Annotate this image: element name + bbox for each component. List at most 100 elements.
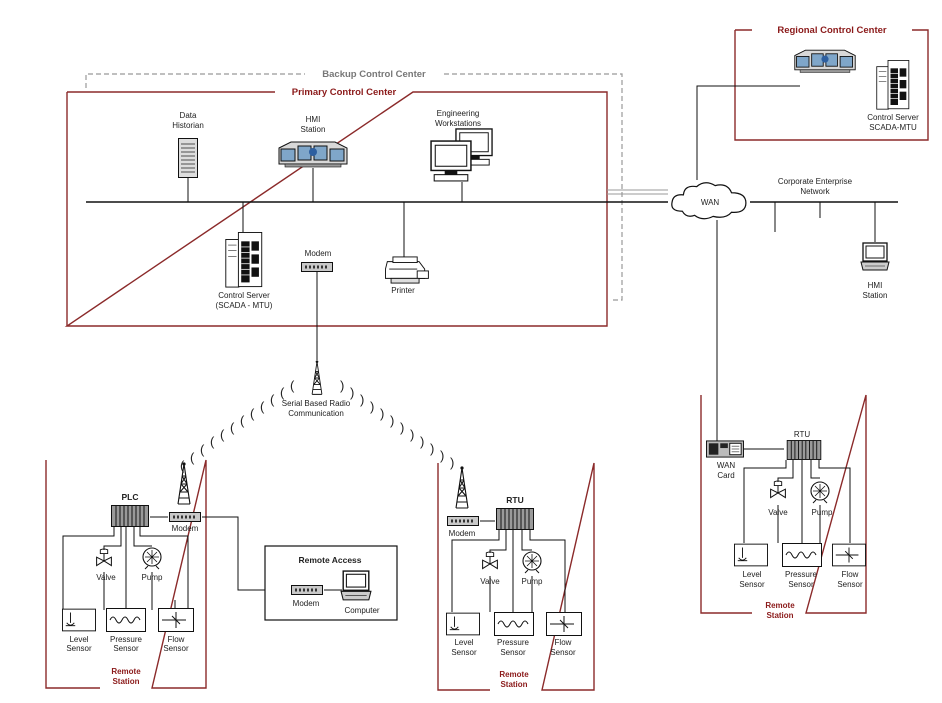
- right-station-title-2: Station: [766, 611, 793, 620]
- right-wan-card-icon: [706, 440, 744, 458]
- backup-control-center: Backup Control Center: [85, 69, 623, 301]
- svg-text:(: (: [270, 392, 275, 407]
- primary-modem-icon: [300, 262, 334, 272]
- corporate-hmi-icon: [860, 242, 890, 271]
- regional-server-icon: [876, 60, 910, 110]
- left-station-title-1: Remote: [111, 667, 141, 676]
- left-pressure-label-2: Sensor: [113, 644, 139, 653]
- svg-text:(: (: [280, 385, 285, 400]
- left-modem-label: Modem: [172, 524, 199, 533]
- svg-text:): ): [350, 385, 354, 400]
- right-level-label-1: Level: [742, 570, 761, 579]
- middle-level-label-1: Level: [454, 638, 473, 647]
- regional-server-label-2: SCADA-MTU: [869, 123, 917, 132]
- remote-access-box: Remote Access Modem Computer: [264, 545, 398, 621]
- radio-tower-icon: [311, 360, 323, 396]
- svg-text:(: (: [190, 450, 195, 465]
- middle-pump-label: Pump: [522, 577, 543, 586]
- right-level-label-2: Sensor: [739, 580, 765, 589]
- radio-label-1: Serial Based Radio: [282, 399, 351, 408]
- svg-text:): ): [400, 420, 404, 435]
- left-flow-sensor-icon: [158, 608, 194, 632]
- printer-label: Printer: [391, 286, 415, 295]
- left-modem-icon: [168, 512, 202, 522]
- middle-pressure-label-1: Pressure: [497, 638, 530, 647]
- svg-text:(: (: [250, 406, 255, 421]
- right-station-title-1: Remote: [765, 601, 795, 610]
- svg-text:): ): [440, 448, 444, 463]
- left-valve-label: Valve: [96, 573, 116, 582]
- left-flow-label-2: Sensor: [163, 644, 189, 653]
- remote-access-title: Remote Access: [299, 555, 362, 565]
- right-pressure-label-1: Pressure: [785, 570, 818, 579]
- regional-control-center: Regional Control Center Control Server S…: [696, 25, 929, 180]
- right-valve-icon: [770, 480, 786, 499]
- left-pump-icon: [142, 547, 162, 570]
- left-pressure-sensor-icon: [106, 608, 146, 632]
- radio-link: Serial Based Radio Communication ( ( ( ( ( ( (…: [180, 272, 454, 473]
- middle-valve-label: Valve: [480, 577, 500, 586]
- hmi-station-icon: [278, 141, 348, 202]
- right-flow-label-1: Flow: [842, 570, 859, 579]
- data-historian-icon: [178, 138, 198, 202]
- hmi-station-label-2: Station: [301, 125, 326, 134]
- wan-label: WAN: [701, 198, 720, 207]
- engineering-workstations-icon: [430, 128, 493, 202]
- left-station-title-2: Station: [112, 677, 139, 686]
- left-flow-label-1: Flow: [168, 635, 185, 644]
- left-level-label-1: Level: [69, 635, 88, 644]
- printer-icon: [384, 202, 429, 284]
- primary-modem-label: Modem: [305, 249, 332, 258]
- data-historian-label-1: Data: [180, 111, 197, 120]
- middle-pump-icon: [522, 551, 542, 574]
- svg-text:(: (: [230, 420, 235, 435]
- right-pump-label: Pump: [812, 508, 833, 517]
- right-wan-card-label-1: WAN: [717, 461, 736, 470]
- left-level-sensor-icon: [62, 608, 96, 632]
- left-valve-icon: [96, 548, 112, 567]
- middle-modem-label: Modem: [449, 529, 476, 538]
- corporate-network-label-1: Corporate Enterprise: [778, 177, 853, 186]
- middle-pressure-label-2: Sensor: [500, 648, 526, 657]
- middle-flow-sensor-icon: [546, 612, 582, 636]
- regional-center-title: Regional Control Center: [777, 25, 887, 36]
- middle-station-title-1: Remote: [499, 670, 529, 679]
- left-pressure-label-1: Pressure: [110, 635, 143, 644]
- svg-text:): ): [360, 392, 364, 407]
- svg-text:): ): [410, 427, 414, 442]
- radio-label-2: Communication: [288, 409, 344, 418]
- remote-access-modem-label: Modem: [293, 599, 320, 608]
- right-rtu-icon: [786, 440, 822, 460]
- corporate-hmi-label-2: Station: [863, 291, 888, 300]
- left-plc-label: PLC: [122, 492, 139, 502]
- remote-station-left: PLC Modem Valve Pump Level Sensor Pressu…: [45, 459, 207, 689]
- right-flow-sensor-icon: [832, 543, 866, 567]
- remote-access-computer-label: Computer: [344, 606, 379, 615]
- radio-waves-right: )))))))))))): [340, 378, 454, 470]
- middle-flow-label-2: Sensor: [550, 648, 576, 657]
- corporate-hmi-label-1: HMI: [868, 281, 883, 290]
- svg-text:(: (: [200, 442, 205, 457]
- hmi-station-label-1: HMI: [306, 115, 321, 124]
- middle-level-label-2: Sensor: [451, 648, 477, 657]
- svg-text:): ): [370, 399, 374, 414]
- svg-text:(: (: [240, 413, 245, 428]
- control-server-label-1: Control Server: [218, 291, 270, 300]
- middle-rtu-label: RTU: [506, 495, 523, 505]
- middle-tower-icon: [455, 466, 469, 509]
- engineering-label-1: Engineering: [437, 109, 480, 118]
- left-pump-label: Pump: [142, 573, 163, 582]
- left-level-label-2: Sensor: [66, 644, 92, 653]
- middle-rtu-icon: [495, 508, 535, 530]
- svg-text:(: (: [260, 399, 265, 414]
- left-plc-icon: [110, 505, 150, 527]
- right-wan-card-label-2: Card: [717, 471, 734, 480]
- radio-waves-left: ((((((((((((: [180, 378, 295, 473]
- svg-text:): ): [380, 406, 384, 421]
- right-flow-label-2: Sensor: [837, 580, 863, 589]
- engineering-label-2: Workstations: [435, 119, 481, 128]
- right-level-sensor-icon: [734, 543, 768, 567]
- corporate-network-label-2: Network: [800, 187, 830, 196]
- data-historian-label-2: Historian: [172, 121, 204, 130]
